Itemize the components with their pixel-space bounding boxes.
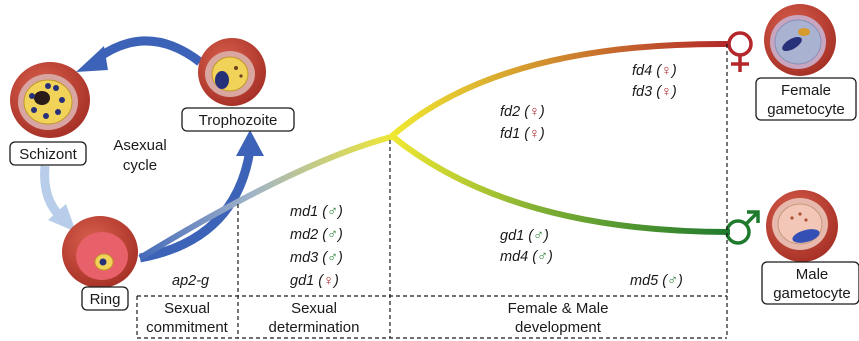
cycle-arrow-trophozoite-to-schizont — [95, 36, 203, 66]
svg-text:Asexual: Asexual — [113, 137, 166, 154]
female-gametocyte-label: Female gametocyte — [755, 77, 857, 121]
gene-label: md4 (♂) — [500, 249, 553, 265]
gene-label: fd1 (♀) — [500, 126, 545, 142]
male-gametocyte-label: Male gametocyte — [761, 261, 859, 305]
gene-label: gd1 (♂) — [500, 228, 549, 244]
trophozoite-cell-icon — [198, 38, 266, 106]
phase-label-development: Female & Male development — [508, 300, 609, 336]
svg-text:Female: Female — [781, 82, 831, 99]
svg-text:Trophozoite: Trophozoite — [199, 112, 278, 129]
svg-text:development: development — [515, 319, 602, 336]
cycle-arrow-ring-to-trophozoite — [139, 149, 255, 263]
ring-cell-icon — [62, 216, 138, 288]
gene-label: fd3 (♀) — [632, 84, 677, 100]
gene-label: fd4 (♀) — [632, 63, 677, 79]
phase-label-determination: Sexual determination — [269, 300, 360, 336]
schizont-label: Schizont — [9, 141, 87, 166]
male-gametocyte-cell-icon — [766, 190, 838, 262]
svg-text:determination: determination — [269, 319, 360, 336]
sexual-stem-path — [138, 133, 396, 261]
male-branch-path — [390, 133, 731, 235]
phase-grid — [136, 44, 728, 339]
female-symbol-icon — [727, 31, 753, 72]
cycle-arrowhead-left — [48, 204, 76, 232]
male-late-genes: md5 (♂) — [630, 273, 683, 289]
cycle-arrowhead-top — [76, 46, 108, 72]
commitment-genes: ap2-g — [172, 273, 209, 289]
svg-text:Male: Male — [796, 266, 829, 283]
gene-label: gd1 (♀) — [290, 273, 339, 289]
gene-label: md2 (♂) — [290, 227, 343, 243]
svg-text:Female & Male: Female & Male — [508, 300, 609, 317]
female-branch-path — [390, 40, 731, 139]
asexual-cycle-label: Asexual cycle — [113, 137, 166, 174]
female-gametocyte-cell-icon — [764, 4, 836, 76]
gene-label: md3 (♂) — [290, 250, 343, 266]
gene-label: md5 (♂) — [630, 273, 683, 289]
gene-label: fd2 (♀) — [500, 104, 545, 120]
svg-text:gametocyte: gametocyte — [767, 101, 845, 118]
male-symbol-icon — [725, 210, 760, 245]
svg-text:cycle: cycle — [123, 157, 157, 174]
svg-text:Ring: Ring — [90, 291, 121, 308]
trophozoite-label: Trophozoite — [181, 107, 295, 132]
female-lower-genes: fd2 (♀) fd1 (♀) — [500, 104, 545, 142]
determination-genes: md1 (♂) md2 (♂) md3 (♂) gd1 (♀) — [290, 204, 343, 289]
schizont-cell-icon — [10, 62, 90, 138]
gene-label: ap2-g — [172, 273, 209, 289]
male-genes: gd1 (♂) md4 (♂) — [500, 228, 553, 265]
svg-text:Sexual: Sexual — [164, 300, 210, 317]
phase-label-commitment: Sexual commitment — [146, 300, 229, 336]
ring-label: Ring — [81, 286, 129, 311]
gene-label: md1 (♂) — [290, 204, 343, 220]
svg-text:gametocyte: gametocyte — [773, 285, 851, 302]
female-upper-genes: fd4 (♀) fd3 (♀) — [632, 63, 677, 100]
svg-text:Schizont: Schizont — [19, 146, 77, 163]
cycle-arrowhead-up — [236, 130, 264, 156]
svg-text:commitment: commitment — [146, 319, 229, 336]
svg-text:Sexual: Sexual — [291, 300, 337, 317]
